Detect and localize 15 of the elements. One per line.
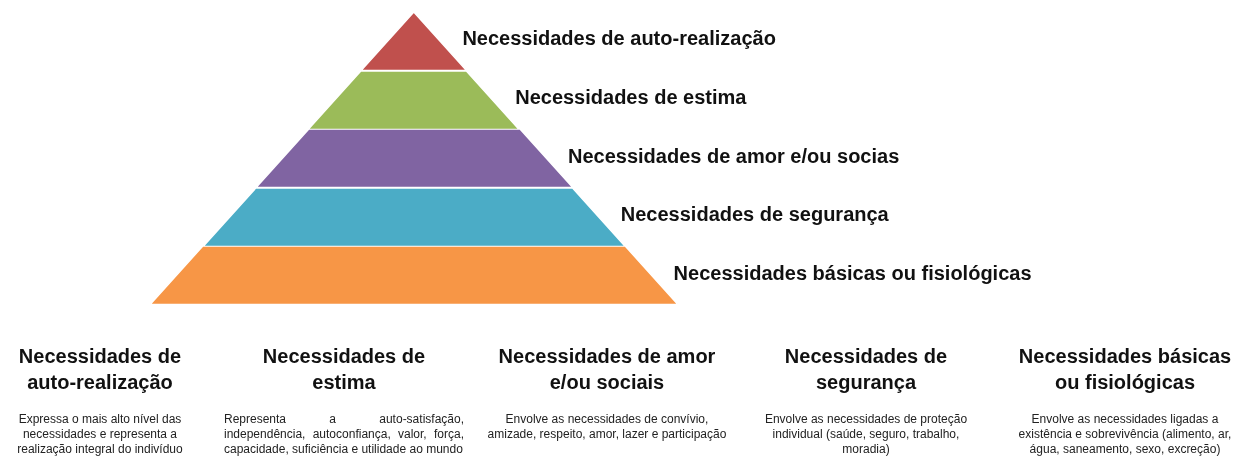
level-label: Necessidades de amor e/ou socias bbox=[568, 144, 900, 168]
column-description: Envolve as necessidades de convívio, amizade, respeito, amor, lazer e participação bbox=[486, 412, 728, 442]
level-label: Necessidades básicas ou fisiológicas bbox=[673, 261, 1032, 285]
level-label: Necessidades de estima bbox=[515, 85, 747, 109]
column-description: Envolve as necessidades ligadas a existência e sobrevivência (alimento, ar, água, saneamento, sexo, excreção) bbox=[1017, 412, 1233, 457]
column-heading: Necessidades de segurança bbox=[783, 344, 949, 395]
level-label: Necessidades de auto-realização bbox=[462, 27, 776, 51]
column-description: Expressa o mais alto nível das necessidades e representa a realização integral do indivíduo bbox=[16, 412, 184, 457]
column-description: Representa a auto-satisfação, independência, autoconfiança, valor, força, capacidade, suficiência e utilidade ao mundo bbox=[224, 412, 464, 457]
column-heading: Necessidades básicas ou fisiológicas bbox=[1017, 344, 1233, 395]
column-heading: Necessidades de estima bbox=[261, 344, 427, 395]
column-heading: Necessidades de auto-realização bbox=[17, 344, 183, 395]
column-description: Envolve as necessidades de proteção individual (saúde, seguro, trabalho, moradia) bbox=[763, 412, 969, 457]
level-label: Necessidades de segurança bbox=[620, 203, 889, 227]
column-heading: Necessidades de amor e/ou sociais bbox=[497, 344, 717, 395]
